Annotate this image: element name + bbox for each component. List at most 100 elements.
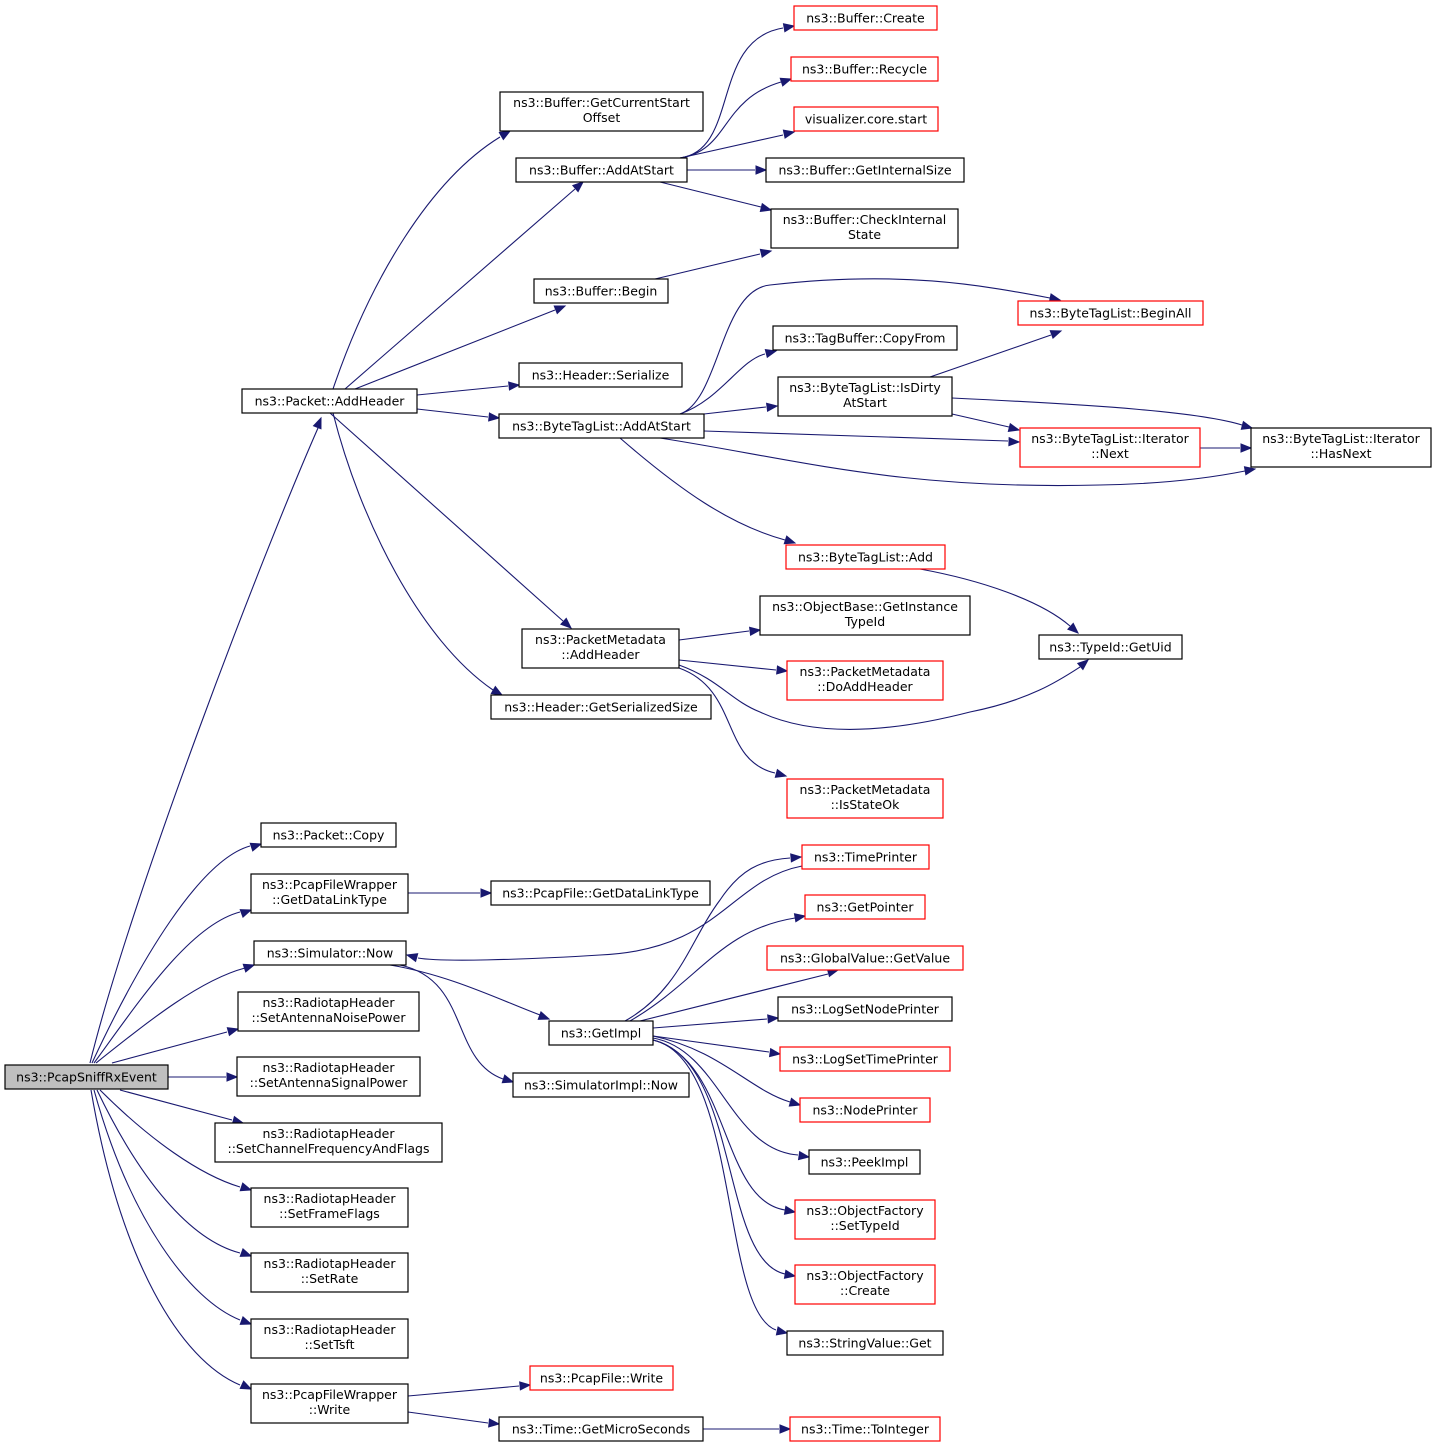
call-edge [687,165,768,175]
node-label: ns3::RadiotapHeader::SetAntennaNoisePowe… [252,995,407,1025]
node-get-pointer[interactable]: ns3::GetPointer [804,894,926,920]
node-buffer-begin[interactable]: ns3::Buffer::Begin [533,278,669,304]
node-byte-tag-list-add-at-start[interactable]: ns3::ByteTagList::AddAtStart [498,413,705,439]
node-simulator-now[interactable]: ns3::Simulator::Now [253,940,407,966]
node-log-set-node-printer[interactable]: ns3::LogSetNodePrinter [777,996,953,1022]
call-edge-arrowhead [783,535,797,545]
node-pcap-sniff-rx-event[interactable]: ns3::PcapSniffRxEvent [4,1064,169,1090]
node-get-impl[interactable]: ns3::GetImpl [548,1020,654,1046]
node-time-get-micro-seconds[interactable]: ns3::Time::GetMicroSeconds [498,1416,704,1442]
node-label: ns3::Buffer::AddAtStart [529,163,674,178]
node-box [772,325,958,351]
node-buffer-get-internal-size[interactable]: ns3::Buffer::GetInternalSize [765,157,965,183]
call-edge-arrowhead [1067,622,1080,634]
node-buffer-add-at-start[interactable]: ns3::Buffer::AddAtStart [515,157,688,183]
call-edge-arrowhead [553,305,567,315]
node-radiotap-set-frame-flags[interactable]: ns3::RadiotapHeader::SetFrameFlags [250,1187,409,1228]
call-edge [93,1089,253,1325]
node-packet-metadata-add-header[interactable]: ns3::PacketMetadata::AddHeader [521,628,680,669]
call-edge-arrowhead [239,1315,253,1325]
node-pcap-file-wrapper-get-data-link-type[interactable]: ns3::PcapFileWrapper::GetDataLinkType [250,873,409,914]
node-byte-tag-list-iterator-has-next[interactable]: ns3::ByteTagList::Iterator::HasNext [1250,427,1432,468]
node-label: ns3::Packet::AddHeader [255,394,406,409]
call-edge-line [332,136,501,390]
call-edge-arrowhead [498,130,512,141]
node-label: ns3::NodePrinter [812,1103,918,1118]
node-radiotap-set-rate[interactable]: ns3::RadiotapHeader::SetRate [250,1252,409,1293]
node-packet-copy[interactable]: ns3::Packet::Copy [260,822,397,848]
call-edge-line [399,964,504,1080]
node-visualizer-core-start[interactable]: visualizer.core.start [793,106,939,132]
call-edge-line [329,412,564,622]
call-edge [99,1089,253,1192]
node-global-value-get-value[interactable]: ns3::GlobalValue::GetValue [766,945,964,971]
call-edge-line [624,857,791,1022]
node-pcap-file-get-data-link-type[interactable]: ns3::PcapFile::GetDataLinkType [490,880,711,906]
call-edge [652,1039,789,1336]
call-edge-line [652,1039,786,1211]
call-edge-arrowhead [779,77,793,87]
node-label: ns3::PcapSniffRxEvent [16,1070,157,1085]
call-edge-line [111,1031,228,1064]
node-packet-metadata-is-state-ok[interactable]: ns3::PacketMetadata::IsStateOk [786,778,944,819]
node-box [786,778,944,819]
call-edge-line [678,659,777,671]
node-box [548,1020,654,1046]
call-edge-line [929,334,1052,378]
node-log-set-time-printer[interactable]: ns3::LogSetTimePrinter [779,1046,951,1072]
node-simulator-impl-now[interactable]: ns3::SimulatorImpl::Now [512,1072,690,1098]
call-edge [652,1035,802,1107]
node-header-get-serialized-size[interactable]: ns3::Header::GetSerializedSize [490,694,712,720]
call-edge-line [96,1089,241,1254]
node-pcap-file-write[interactable]: ns3::PcapFile::Write [529,1365,674,1391]
call-edge-line [407,1385,520,1397]
node-box [801,844,930,870]
node-packet-add-header[interactable]: ns3::Packet::AddHeader [241,388,418,414]
node-type-id-get-uid[interactable]: ns3::TypeId::GetUid [1038,634,1183,660]
node-object-factory-set-type-id[interactable]: ns3::ObjectFactory::SetTypeId [794,1199,936,1240]
node-box [250,873,409,914]
node-box [490,880,711,906]
call-edge-arrowhead [312,416,322,430]
node-label: ns3::RadiotapHeader::SetFrameFlags [264,1191,397,1221]
node-packet-metadata-do-add-header[interactable]: ns3::PacketMetadata::DoAddHeader [786,660,944,701]
node-header-serialize[interactable]: ns3::Header::Serialize [518,362,683,388]
node-byte-tag-list-iterator-next[interactable]: ns3::ByteTagList::Iterator::Next [1019,427,1201,468]
node-object-factory-create[interactable]: ns3::ObjectFactory::Create [794,1264,936,1305]
node-radiotap-set-antenna-signal-power[interactable]: ns3::RadiotapHeader::SetAntennaSignalPow… [236,1056,421,1097]
call-edge-line [703,430,1009,442]
node-node-printer[interactable]: ns3::NodePrinter [799,1097,931,1123]
node-buffer-create[interactable]: ns3::Buffer::Create [793,5,938,31]
node-box [250,1187,409,1228]
node-label: ns3::GetPointer [817,900,915,915]
node-radiotap-set-channel-frequency-and-flags[interactable]: ns3::RadiotapHeader::SetChannelFrequency… [214,1122,443,1163]
node-peek-impl[interactable]: ns3::PeekImpl [808,1149,921,1175]
node-buffer-recycle[interactable]: ns3::Buffer::Recycle [790,56,939,82]
node-label: ns3::ByteTagList::Iterator::Next [1031,431,1189,461]
call-edge-line [951,413,1010,428]
node-radiotap-set-antenna-noise-power[interactable]: ns3::RadiotapHeader::SetAntennaNoisePowe… [237,991,420,1032]
node-time-printer[interactable]: ns3::TimePrinter [801,844,930,870]
node-label: ns3::RadiotapHeader::SetChannelFrequency… [227,1126,429,1156]
node-tag-buffer-copy-from[interactable]: ns3::TagBuffer::CopyFrom [772,325,958,351]
node-label: ns3::TagBuffer::CopyFrom [785,331,946,346]
node-byte-tag-list-add[interactable]: ns3::ByteTagList::Add [785,544,946,570]
node-label: ns3::RadiotapHeader::SetAntennaSignalPow… [250,1060,409,1090]
node-string-value-get[interactable]: ns3::StringValue::Get [786,1330,944,1356]
node-radiotap-set-tsft[interactable]: ns3::RadiotapHeader::SetTsft [250,1318,409,1359]
node-box [777,376,953,417]
node-pcap-file-wrapper-write[interactable]: ns3::PcapFileWrapper::Write [250,1383,409,1424]
node-box [241,388,418,414]
call-edge-arrowhead [755,165,768,175]
node-label: ns3::PcapFile::Write [540,1371,663,1386]
call-edge [652,1014,780,1029]
call-edge [703,402,779,415]
node-time-to-integer[interactable]: ns3::Time::ToInteger [789,1416,941,1442]
node-byte-tag-list-begin-all[interactable]: ns3::ByteTagList::BeginAll [1017,300,1204,326]
